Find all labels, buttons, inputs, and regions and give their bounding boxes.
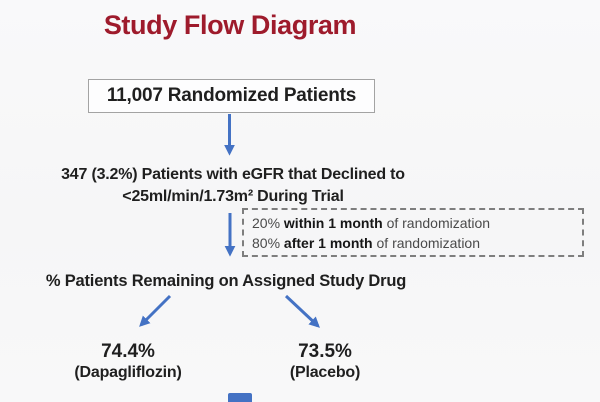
dapagliflozin-group-label: (Dapagliflozin) xyxy=(74,364,182,381)
outcome-placebo: 73.5% (Placebo) xyxy=(235,340,415,383)
arrow-to-dapagliflozin-icon xyxy=(139,294,172,327)
note-2-rest: of randomization xyxy=(376,234,481,251)
note-1-percentage: 20% xyxy=(252,214,281,231)
note-line-1: 20% within 1 month of randomization xyxy=(252,213,582,233)
randomized-patients-box: 11,007 Randomized Patients xyxy=(88,79,375,113)
egfr-decline-line1: 347 (3.2%) Patients with eGFR that Decli… xyxy=(61,166,405,183)
remaining-on-drug-label: % Patients Remaining on Assigned Study D… xyxy=(45,272,407,290)
randomization-timing-note-box: 20% within 1 month of randomization 80% … xyxy=(242,208,584,257)
note-2-percentage: 80% xyxy=(252,234,281,251)
egfr-decline-text: 347 (3.2%) Patients with eGFR that Decli… xyxy=(0,164,466,208)
dapagliflozin-percentage: 74.4% xyxy=(101,341,155,362)
diagram-title: Study Flow Diagram xyxy=(103,10,357,40)
note-line-2: 80% after 1 month of randomization xyxy=(252,233,582,253)
placebo-percentage: 73.5% xyxy=(298,341,352,362)
note-1-rest: of randomization xyxy=(386,214,491,231)
bottom-blue-tab xyxy=(228,393,252,402)
note-2-emphasis: after 1 month xyxy=(283,234,373,251)
arrow-to-placebo-icon xyxy=(284,294,320,328)
outcome-dapagliflozin: 74.4% (Dapagliflozin) xyxy=(38,340,218,383)
randomized-patients-label: 11,007 Randomized Patients xyxy=(106,85,357,106)
egfr-decline-line2: <25ml/min/1.73m² During Trial xyxy=(122,188,344,205)
note-1-emphasis: within 1 month xyxy=(283,214,383,231)
placebo-group-label: (Placebo) xyxy=(289,364,361,381)
